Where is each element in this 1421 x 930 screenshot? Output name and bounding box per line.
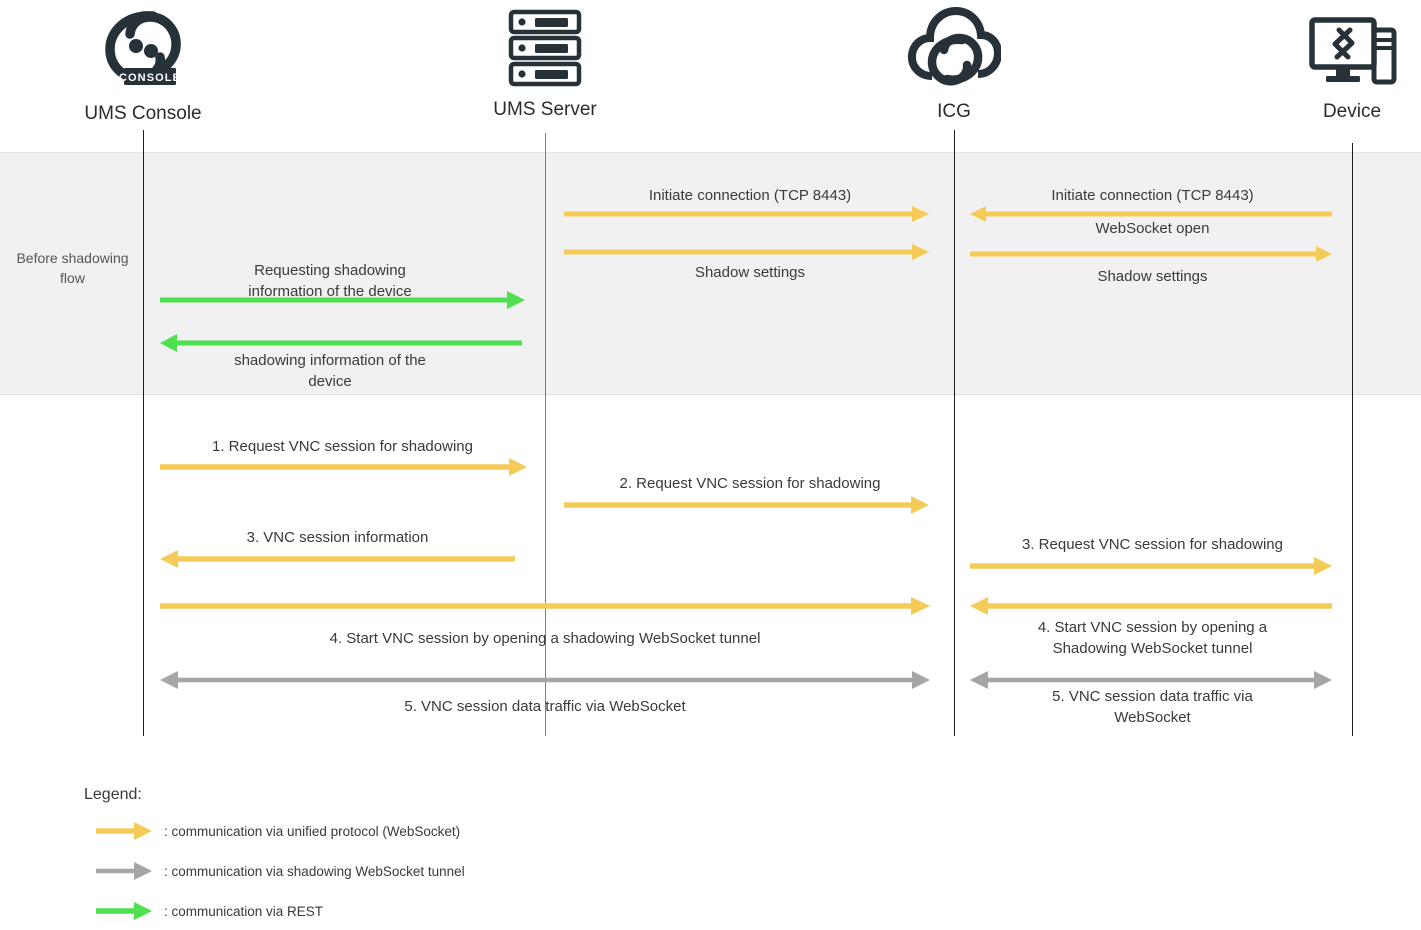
message-arrow-m7: [160, 334, 522, 356]
message-label-m12: 4. Start VNC session by opening a shadow…: [329, 630, 761, 647]
message-arrow-m3: [970, 245, 1332, 267]
message-label-m1: Initiate connection (TCP 8443): [648, 187, 852, 204]
message-arrow-m12: [160, 597, 930, 619]
message-arrow-m8: [160, 458, 527, 480]
actor-ums-server: UMS Server: [445, 8, 645, 121]
message-label-m8: 1. Request VNC session for shadowing: [212, 438, 473, 455]
desktop-device-icon: [1252, 14, 1421, 97]
legend-item-tunnel: : communication via shadowing WebSocket …: [96, 860, 796, 884]
legend-text-unified: : communication via unified protocol (We…: [164, 824, 461, 839]
cloud-gateway-icon: [854, 4, 1054, 97]
message-label-m7: shadowing information of the device: [234, 352, 426, 390]
actor-label-ums-console: UMS Console: [84, 103, 202, 124]
before-shadowing-band-label: Before shadowing flow: [16, 250, 129, 286]
message-arrow-m14: [160, 670, 930, 692]
svg-text:CONSOLE: CONSOLE: [119, 72, 181, 84]
message-label-m3: WebSocket open: [1095, 220, 1210, 237]
message-arrow-m11: [970, 557, 1332, 579]
message-arrow-m2: [970, 205, 1332, 227]
lifeline-ums-console: [143, 130, 144, 736]
message-label-m13: 4. Start VNC session by opening a Shadow…: [1037, 619, 1268, 657]
actor-label-ums-server: UMS Server: [493, 99, 597, 120]
message-arrow-m15: [970, 670, 1332, 692]
message-label-m4: Requesting shadowing information of the …: [248, 262, 412, 300]
legend-arrow-unified-icon: [96, 822, 152, 845]
before-shadowing-band: [0, 152, 1421, 395]
message-arrow-m1: [564, 205, 929, 227]
message-arrow-m10: [160, 550, 515, 572]
actor-ums-console: CONSOLE UMS Console: [43, 6, 243, 125]
message-label-m11: 3. Request VNC session for shadowing: [1022, 536, 1283, 553]
legend-item-rest: : communication via REST: [96, 900, 796, 924]
actor-device: Device: [1252, 14, 1421, 123]
message-label-m5: Shadow settings: [694, 264, 806, 281]
legend-arrow-tunnel-icon: [96, 862, 152, 885]
legend-title: Legend:: [84, 786, 142, 803]
lifeline-icg: [954, 130, 955, 736]
legend-item-unified: : communication via unified protocol (We…: [96, 820, 796, 844]
message-arrow-m4: [160, 291, 525, 313]
ums-console-logo-icon: CONSOLE: [43, 6, 243, 99]
message-label-m15: 5. VNC session data traffic via WebSocke…: [1052, 688, 1253, 726]
lifeline-ums-server: [545, 133, 546, 736]
message-arrow-m13: [970, 597, 1332, 619]
message-label-m10: 3. VNC session information: [246, 529, 429, 546]
server-rack-icon: [445, 8, 645, 95]
message-label-m6: Shadow settings: [1097, 268, 1208, 285]
lifeline-device: [1352, 143, 1353, 736]
legend-text-tunnel: : communication via shadowing WebSocket …: [164, 864, 465, 879]
actor-label-icg: ICG: [937, 101, 971, 122]
message-label-m2: Initiate connection (TCP 8443): [1051, 187, 1254, 204]
actor-label-device: Device: [1322, 101, 1382, 122]
message-label-m14: 5. VNC session data traffic via WebSocke…: [404, 698, 686, 715]
message-arrow-m5: [564, 243, 929, 265]
actor-icg: ICG: [854, 4, 1054, 123]
message-label-m9: 2. Request VNC session for shadowing: [619, 475, 881, 492]
legend-arrow-rest-icon: [96, 902, 152, 925]
legend-text-rest: : communication via REST: [164, 904, 324, 919]
message-arrow-m9: [564, 496, 929, 518]
